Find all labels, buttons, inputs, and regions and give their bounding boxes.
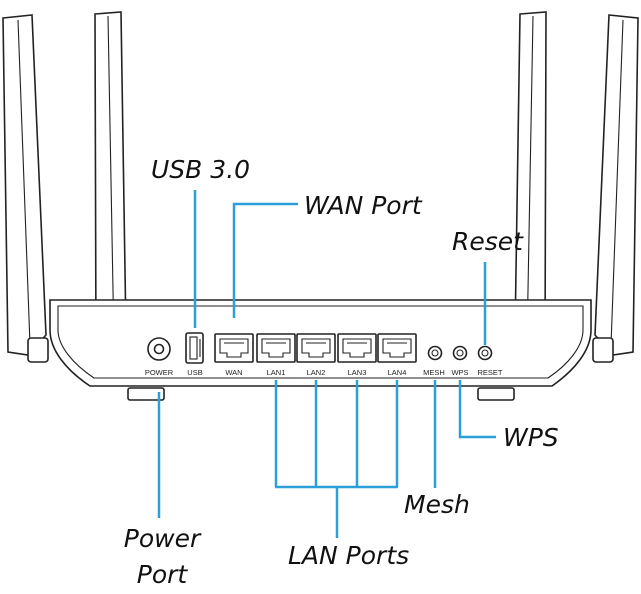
port-label-wan: WAN [225, 368, 242, 377]
port-label-lan1: LAN1 [267, 368, 286, 377]
antenna-far-left [2, 14, 49, 363]
usb-port [185, 332, 204, 364]
lan1-ethernet-port [256, 333, 296, 363]
callout-power-line1: Power [124, 524, 202, 553]
port-label-lan4: LAN4 [388, 368, 407, 377]
port-label-lan3: LAN3 [348, 368, 367, 377]
callout-wan-port: WAN Port [304, 191, 423, 220]
wps-button [452, 345, 468, 361]
wan-ethernet-port [214, 333, 254, 363]
antenna-far-right [592, 14, 639, 363]
callout-wps: WPS [503, 423, 559, 452]
lan2-ethernet-port [296, 333, 336, 363]
lan3-ethernet-port [337, 333, 377, 363]
callout-lan-ports: LAN Ports [288, 541, 409, 570]
port-label-power: POWER [145, 368, 174, 377]
port-label-lan2: LAN2 [307, 368, 326, 377]
leader-lines [157, 190, 496, 538]
lan4-ethernet-port [377, 333, 417, 363]
leader-wps [458, 380, 496, 439]
port-label-reset: RESET [477, 368, 502, 377]
reset-button [477, 345, 493, 361]
callout-power-line2: Port [137, 560, 189, 589]
leader-wan [232, 202, 298, 318]
port-label-mesh: MESH [423, 368, 445, 377]
power-socket [147, 337, 171, 361]
mesh-button [427, 345, 443, 361]
port-label-wps: WPS [451, 368, 468, 377]
callout-reset: Reset [452, 227, 524, 256]
callout-usb: USB 3.0 [151, 155, 250, 184]
callout-mesh: Mesh [404, 490, 470, 519]
port-label-usb: USB [187, 368, 202, 377]
